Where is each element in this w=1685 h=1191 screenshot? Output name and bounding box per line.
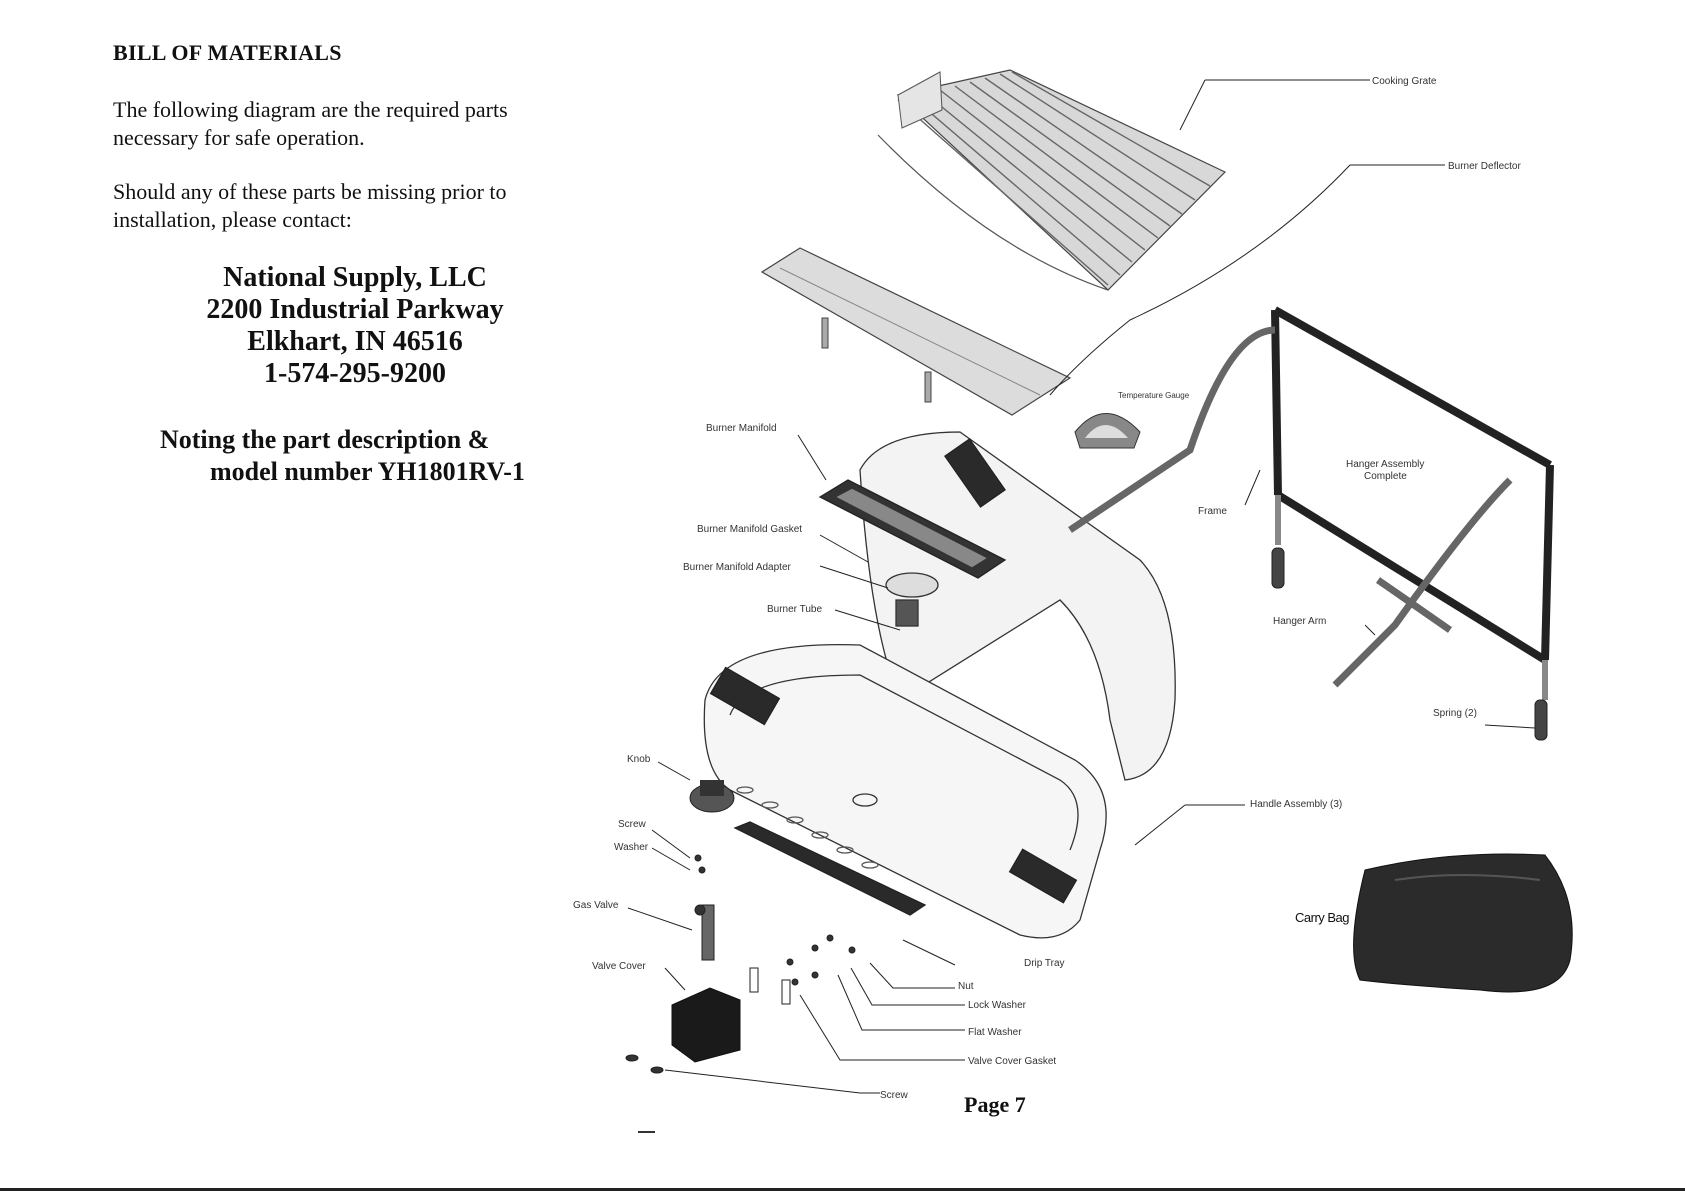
gas-valve-drawing bbox=[694, 854, 715, 961]
label-lock-washer: Lock Washer bbox=[968, 1000, 1027, 1011]
intro-line-1: The following diagram are the required p… bbox=[113, 97, 508, 122]
label-flat-washer: Flat Washer bbox=[968, 1027, 1022, 1038]
grill-lid-drawing bbox=[818, 431, 1176, 781]
exploded-parts-diagram: Cooking Grate Burner Deflector Temperatu… bbox=[573, 69, 1573, 1101]
label-handle-assembly: Handle Assembly (3) bbox=[1250, 799, 1342, 810]
label-valve-cover: Valve Cover bbox=[592, 961, 646, 972]
burner-deflector-drawing bbox=[760, 247, 1072, 416]
label-carry-bag: Carry Bag bbox=[1295, 910, 1349, 925]
label-frame: Frame bbox=[1198, 506, 1227, 517]
contact-block: National Supply, LLC 2200 Industrial Par… bbox=[150, 262, 560, 390]
hanger-frame-drawing bbox=[1068, 306, 1554, 700]
label-burner-deflector: Burner Deflector bbox=[1448, 161, 1521, 172]
page-number: Page 7 bbox=[964, 1092, 1026, 1117]
label-burner-manifold-adapter: Burner Manifold Adapter bbox=[683, 562, 792, 573]
missing-line-2: installation, please contact: bbox=[113, 207, 352, 232]
cooking-grate-drawing bbox=[877, 69, 1227, 291]
intro-line-2: necessary for safe operation. bbox=[113, 125, 365, 150]
knob-drawing bbox=[689, 780, 735, 813]
temperature-gauge-drawing bbox=[1074, 413, 1141, 449]
label-knob: Knob bbox=[627, 754, 651, 765]
label-cooking-grate: Cooking Grate bbox=[1372, 76, 1437, 87]
noting-line-2: model number YH1801RV-1 bbox=[210, 457, 525, 486]
label-hanger-assembly-2: Complete bbox=[1364, 471, 1407, 482]
label-screw-top: Screw bbox=[618, 819, 647, 830]
phone-number: 1-574-295-9200 bbox=[264, 358, 446, 389]
label-nut: Nut bbox=[958, 981, 974, 992]
bottom-rule bbox=[0, 1188, 1685, 1191]
leader-lines bbox=[627, 79, 1536, 1094]
missing-parts-paragraph: Should any of these parts be missing pri… bbox=[113, 178, 573, 234]
label-gas-valve: Gas Valve bbox=[573, 900, 619, 911]
label-burner-manifold: Burner Manifold bbox=[706, 423, 777, 434]
stray-mark bbox=[638, 1131, 655, 1133]
street-address: 2200 Industrial Parkway bbox=[206, 294, 504, 325]
springs-drawing bbox=[1271, 547, 1548, 741]
label-burner-tube: Burner Tube bbox=[767, 604, 822, 615]
missing-line-1: Should any of these parts be missing pri… bbox=[113, 179, 507, 204]
fasteners-drawing bbox=[625, 934, 856, 1074]
valve-cover-drawing bbox=[671, 987, 741, 1063]
label-washer: Washer bbox=[614, 842, 649, 853]
page-heading: BILL OF MATERIALS bbox=[113, 40, 342, 65]
label-temperature-gauge: Temperature Gauge bbox=[1118, 391, 1190, 400]
noting-block: Noting the part description & model numb… bbox=[160, 424, 580, 488]
label-hanger-arm: Hanger Arm bbox=[1273, 616, 1326, 627]
label-hanger-assembly-1: Hanger Assembly bbox=[1346, 459, 1424, 470]
city-state-zip: Elkhart, IN 46516 bbox=[247, 326, 463, 357]
company-name: National Supply, LLC bbox=[223, 262, 487, 293]
label-screw-bottom: Screw bbox=[880, 1090, 909, 1101]
carry-bag-drawing bbox=[1353, 853, 1573, 993]
label-burner-manifold-gasket: Burner Manifold Gasket bbox=[697, 524, 802, 535]
grill-base-drawing bbox=[703, 643, 1107, 939]
label-drip-tray: Drip Tray bbox=[1024, 958, 1065, 969]
label-valve-cover-gasket: Valve Cover Gasket bbox=[968, 1056, 1056, 1067]
part-labels: Cooking Grate Burner Deflector Temperatu… bbox=[573, 76, 1521, 1101]
intro-paragraph: The following diagram are the required p… bbox=[113, 96, 573, 152]
label-spring: Spring (2) bbox=[1433, 708, 1477, 719]
noting-line-1: Noting the part description & bbox=[160, 425, 490, 454]
